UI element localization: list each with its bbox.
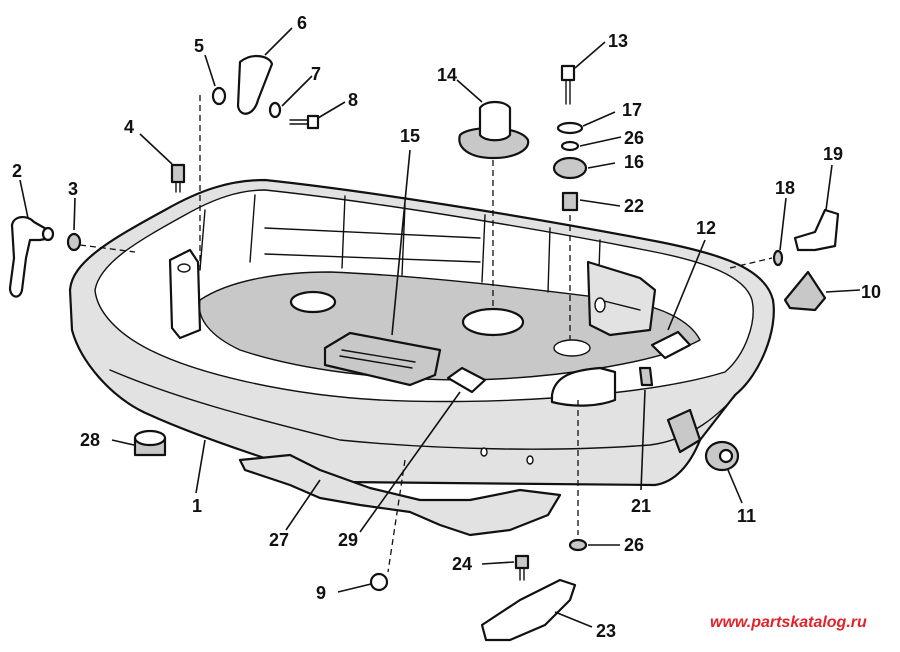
- callout-27: 27: [269, 530, 289, 550]
- bracket-23: [480, 578, 577, 642]
- callout-3: 3: [68, 179, 78, 199]
- callout-21: 21: [631, 496, 651, 516]
- screw-8: [289, 114, 320, 130]
- callout-10: 10: [861, 282, 881, 302]
- callout-19: 19: [823, 144, 843, 164]
- clip-7: [268, 101, 282, 119]
- lever-2: [8, 216, 55, 298]
- callout-16: 16: [624, 152, 644, 172]
- screw-21: [638, 366, 654, 387]
- screw-4: [170, 163, 186, 193]
- callout-26-top: 26: [624, 128, 644, 148]
- washer-5: [211, 86, 227, 106]
- bumper-10: [783, 270, 827, 312]
- callout-26-bottom: 26: [624, 535, 644, 555]
- screw-24: [514, 554, 530, 581]
- bushing-22: [561, 191, 579, 212]
- leader-lines: [19, 27, 861, 628]
- callout-labels: 1 2 3 4 5 6 7 8 9 10 11 12 13 14 15 16 1…: [12, 13, 881, 641]
- bracket-12: [586, 260, 692, 360]
- washer-17: [556, 121, 584, 135]
- cover-openings: [289, 290, 617, 407]
- mount-16: [552, 156, 588, 180]
- bracket-29: [446, 366, 487, 394]
- callout-18: 18: [775, 178, 795, 198]
- callout-5: 5: [194, 36, 204, 56]
- seal-plate-27: [238, 453, 562, 537]
- screw-13: [560, 64, 576, 105]
- callout-14: 14: [437, 65, 457, 85]
- washer-3: [66, 232, 82, 252]
- link-plate-6: [236, 55, 274, 115]
- callout-22: 22: [624, 196, 644, 216]
- fitting-19: [793, 208, 840, 252]
- left-mount-post: [168, 248, 202, 340]
- callout-15: 15: [400, 126, 420, 146]
- callout-11: 11: [737, 506, 756, 526]
- seal-15: [323, 331, 442, 387]
- callout-6: 6: [297, 13, 307, 33]
- washer-26-bottom: [568, 538, 588, 552]
- grommet-11: [704, 440, 740, 472]
- callout-23: 23: [596, 621, 616, 641]
- knob-9: [369, 572, 389, 592]
- grommet-28: [133, 429, 167, 457]
- callout-17: 17: [622, 100, 642, 120]
- callout-24: 24: [452, 554, 472, 574]
- callout-29: 29: [338, 530, 358, 550]
- callout-1: 1: [192, 496, 202, 516]
- grommet-14: [458, 100, 530, 160]
- washer-26-top: [560, 140, 580, 152]
- callout-12: 12: [696, 218, 716, 238]
- watermark: www.partskatalog.ru: [710, 614, 867, 631]
- washer-18: [772, 249, 784, 267]
- callout-2: 2: [12, 161, 22, 181]
- callout-4: 4: [124, 117, 134, 137]
- callout-8: 8: [348, 90, 358, 110]
- assembly-lines: [79, 95, 773, 573]
- callout-9: 9: [316, 583, 326, 603]
- callout-28: 28: [80, 430, 100, 450]
- callout-7: 7: [311, 64, 321, 84]
- callout-13: 13: [608, 31, 628, 51]
